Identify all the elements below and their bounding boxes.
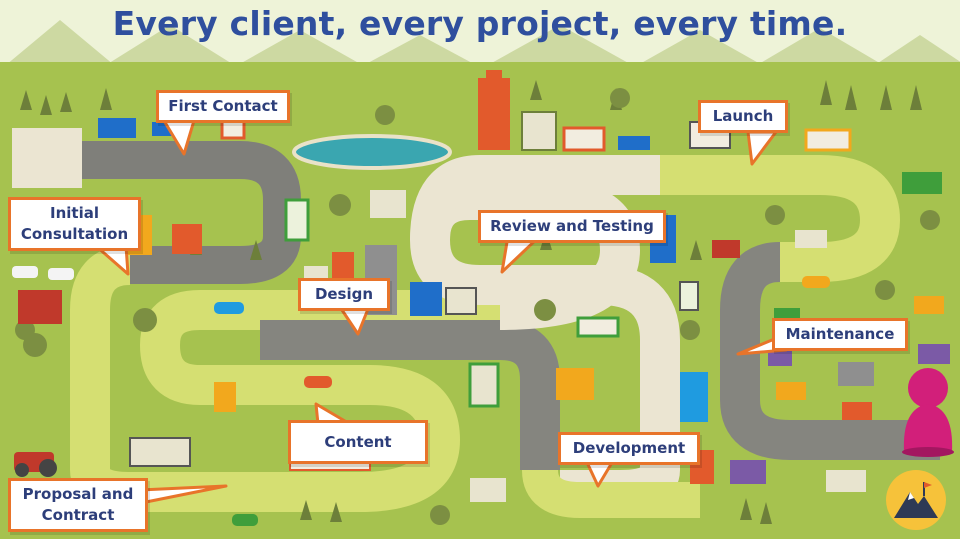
road <box>70 141 940 518</box>
stage-initial-consultation: Initial Consultation <box>8 197 141 251</box>
start-pad <box>12 128 82 188</box>
stage-maintenance: Maintenance <box>772 318 908 351</box>
page-title: Every client, every project, every time. <box>112 4 848 43</box>
stage-review-testing: Review and Testing <box>478 210 666 243</box>
round-trees <box>15 88 940 525</box>
stage-first-contact: First Contact <box>156 90 290 123</box>
trees <box>20 80 922 524</box>
stage-proposal-contract: Proposal and Contract <box>8 478 148 532</box>
stage-launch: Launch <box>698 100 788 133</box>
buildings <box>18 70 950 502</box>
lake <box>292 134 452 170</box>
stage-development: Development <box>558 432 700 465</box>
stage-design: Design <box>298 278 390 311</box>
stage-content: Content <box>288 420 428 464</box>
pawn-icon <box>902 368 954 457</box>
mountain-logo-icon <box>886 470 946 530</box>
vehicles-and-animals <box>12 266 830 526</box>
